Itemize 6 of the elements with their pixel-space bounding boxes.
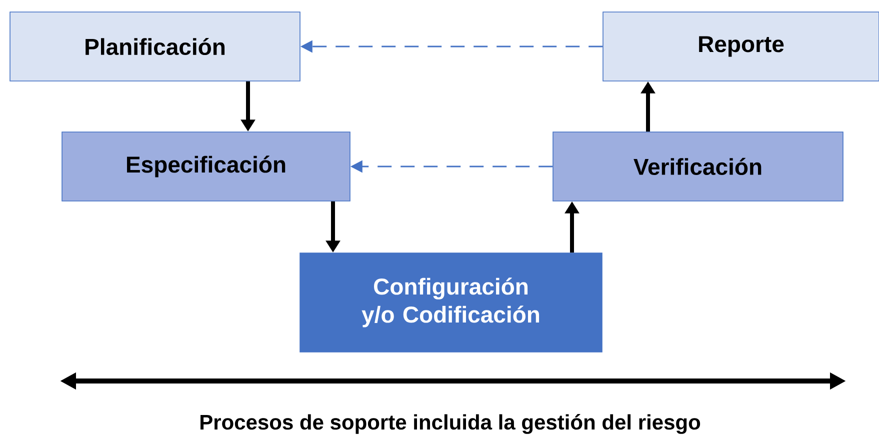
process-box: Verificación <box>552 132 844 202</box>
process-box: Reporte <box>602 12 879 82</box>
process-box: Configuración y/o Codificación <box>300 252 602 352</box>
process-box: Especificación <box>62 132 350 202</box>
process-box: Planificación <box>10 12 300 82</box>
caption-text: Procesos de soporte incluida la gestión del riesgo <box>200 414 700 434</box>
